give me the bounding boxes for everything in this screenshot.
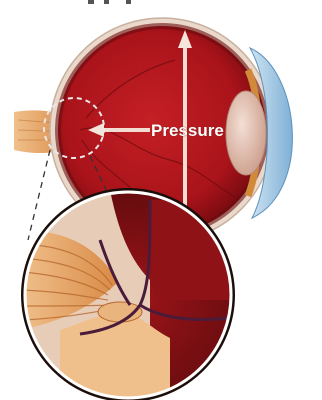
lens — [226, 91, 266, 175]
cropped-heading-fragment — [88, 0, 131, 4]
pressure-label: Pressure — [151, 121, 224, 140]
